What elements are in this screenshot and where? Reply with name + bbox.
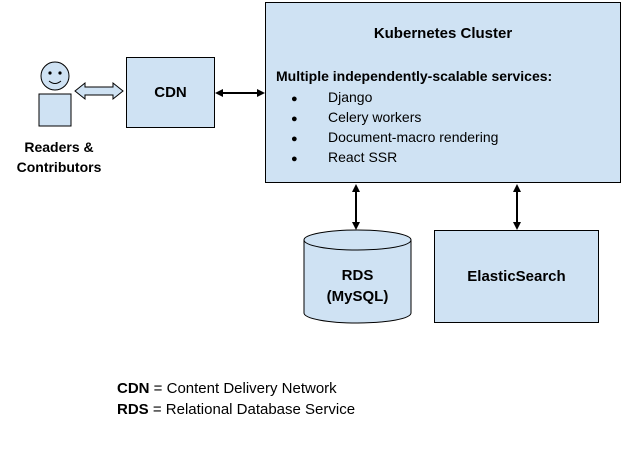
actor-label-line2: Contributors [16,159,102,175]
legend: CDN = Content Delivery Network RDS = Rel… [117,378,355,420]
service-label: React SSR [328,149,398,165]
rds-label-line2: (MySQL) [326,288,389,305]
cdn-label: CDN [154,84,187,101]
person-icon [38,61,72,127]
legend-separator: = [149,380,167,397]
bullet-icon: ● [291,133,298,145]
legend-term: CDN [117,380,150,397]
cdn-node: CDN [126,57,215,128]
service-label: Document-macro rendering [328,129,499,145]
rds-label: RDS (MySQL) [304,265,411,307]
legend-item: CDN = Content Delivery Network [117,378,355,399]
service-list: ● Django ● Celery workers ● Document-macro … [291,87,498,167]
actor-cdn-double-arrow [74,81,124,101]
rds-label-line1: RDS [341,267,374,284]
service-item: ● React SSR [291,147,498,167]
service-item: ● Celery workers [291,107,498,127]
service-item: ● Django [291,87,498,107]
legend-item: RDS = Relational Database Service [117,399,355,420]
bullet-icon: ● [291,153,298,165]
cluster-subtitle: Multiple independently-scalable services… [276,68,553,84]
cluster-title: Kubernetes Cluster [373,25,513,42]
legend-separator: = [148,401,166,418]
kubernetes-cluster-node: Kubernetes Cluster Multiple independentl… [265,2,621,183]
rds-database-icon [303,229,412,324]
actor-label-line1: Readers & [24,139,94,155]
elasticsearch-label: ElasticSearch [467,268,566,285]
actor-label: Readers & Contributors [0,137,118,177]
service-item: ● Document-macro rendering [291,127,498,147]
service-label: Celery workers [328,109,422,125]
elasticsearch-node: ElasticSearch [434,230,599,323]
legend-definition: Content Delivery Network [166,380,337,397]
service-label: Django [328,89,373,105]
legend-definition: Relational Database Service [165,401,356,418]
legend-term: RDS [117,401,149,418]
bullet-icon: ● [291,93,298,105]
bullet-icon: ● [291,113,298,125]
